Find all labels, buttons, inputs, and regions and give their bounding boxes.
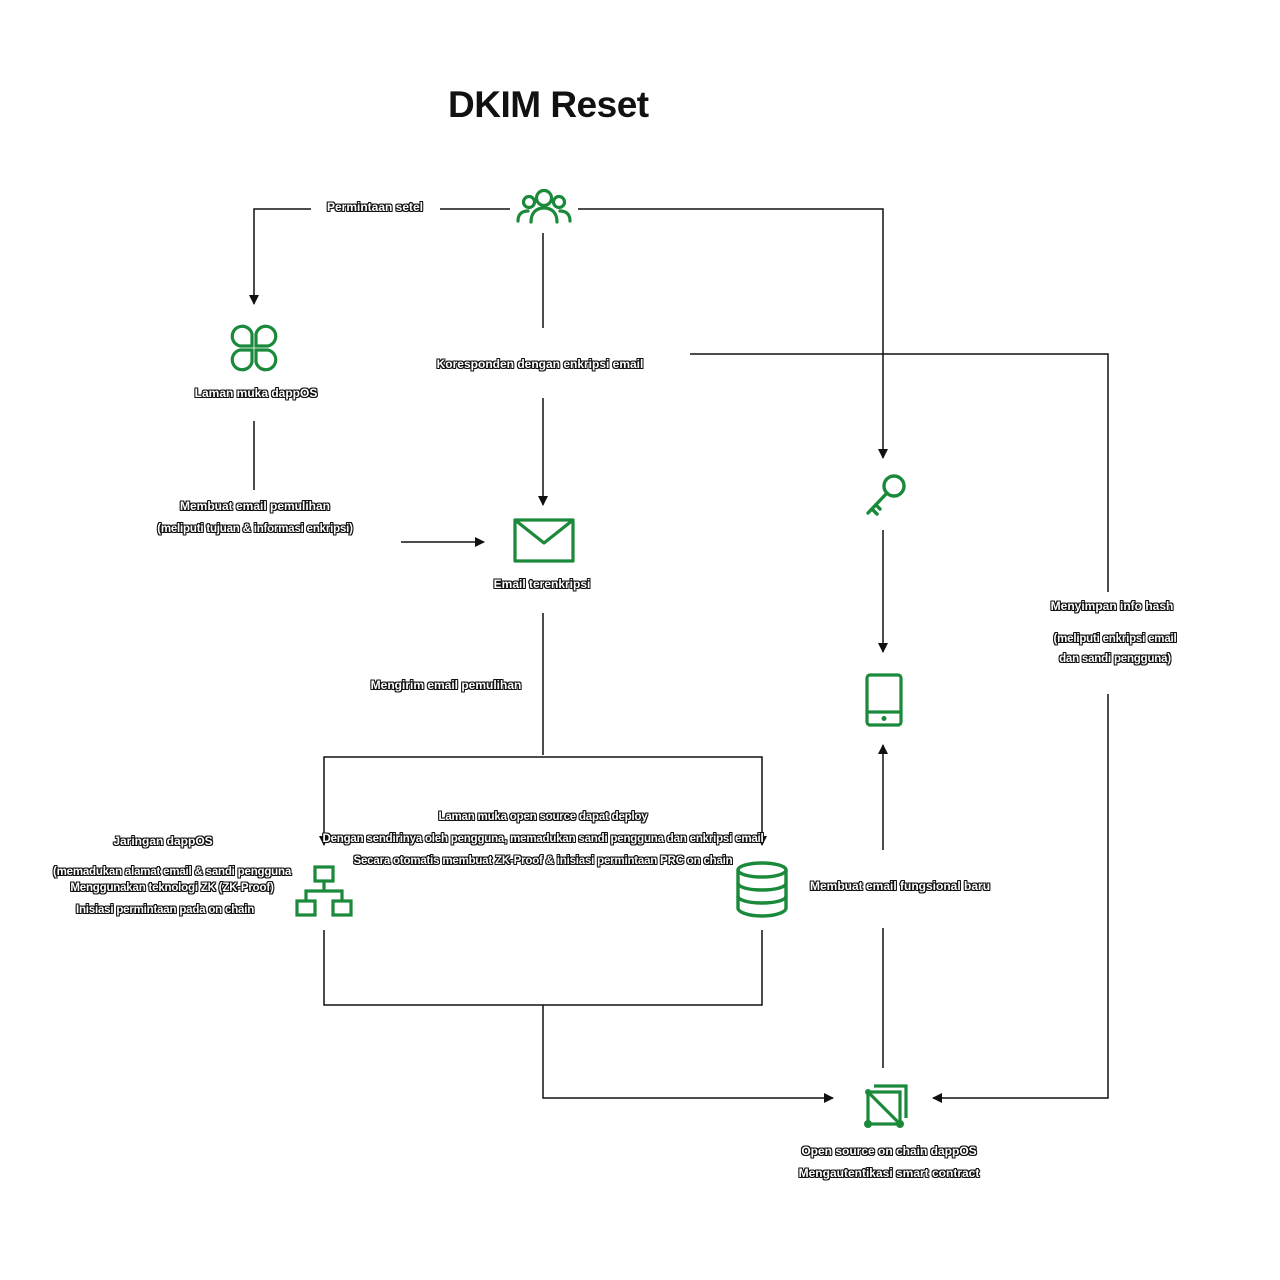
label-store-hash-info-note-2: dan sandi pengguna)	[1059, 653, 1171, 665]
label-dappos-homepage: Laman muka dappOS	[194, 386, 318, 400]
phone-icon	[865, 673, 903, 727]
label-send-recovery-email: Mengirim email pemulihan	[370, 678, 522, 692]
users-icon	[516, 188, 572, 224]
label-dappos-network-note-2: Menggunakan teknologi ZK (ZK-Proof)	[70, 882, 274, 894]
label-open-source-frontend-3: Secara otomatis membuat ZK-Proof & inisi…	[353, 855, 733, 867]
edge-users-to-key	[578, 208, 888, 459]
label-store-hash-info: Menyimpan info hash	[1050, 599, 1174, 613]
edge-split-right	[543, 756, 767, 846]
label-onchain-contract-1: Open source on chain dappOS	[801, 1144, 977, 1158]
label-store-hash-info-note-1: (meliputi enkripsi email	[1053, 633, 1177, 645]
label-open-source-frontend-2: Dengan sendirinya oleh pengguna, memaduk…	[322, 833, 764, 845]
label-encrypted-correspondence: Koresponden dengan enkripsi email	[436, 357, 644, 371]
label-encrypted-email: Email terenkripsi	[493, 577, 591, 591]
label-dappos-network: Jaringan dappOS	[113, 834, 213, 848]
label-reset-request: Permintaan setel	[326, 200, 424, 214]
label-open-source-frontend-1: Laman muka open source dapat deploy	[438, 811, 648, 823]
page-title: DKIM Reset	[448, 84, 649, 125]
edge-split-left	[319, 756, 543, 846]
edge-correspondence-to-hash	[690, 353, 1109, 592]
database-icon	[736, 861, 788, 918]
crop-square-icon	[864, 1084, 908, 1128]
edge-hash-to-contract	[932, 694, 1109, 1103]
edge-users-to-homepage	[249, 208, 311, 305]
edge-box-to-contract	[542, 1005, 834, 1103]
label-create-recovery-email-note: (meliputi tujuan & informasi enkripsi)	[157, 523, 353, 535]
envelope-icon	[513, 518, 575, 563]
edge-box-bottom	[323, 930, 763, 1006]
label-create-recovery-email: Membuat email pemulihan	[179, 499, 331, 513]
key-icon	[866, 474, 906, 516]
label-dappos-network-note-3: Inisiasi permintaan pada on chain	[75, 904, 255, 916]
label-dappos-network-note-1: (memadukan alamat email & sandi pengguna	[52, 866, 292, 878]
network-icon	[295, 865, 353, 917]
label-onchain-contract-2: Mengautentikasi smart contract	[798, 1166, 980, 1180]
label-create-new-email: Membuat email fungsional baru	[810, 879, 991, 893]
clover-icon	[230, 324, 278, 372]
